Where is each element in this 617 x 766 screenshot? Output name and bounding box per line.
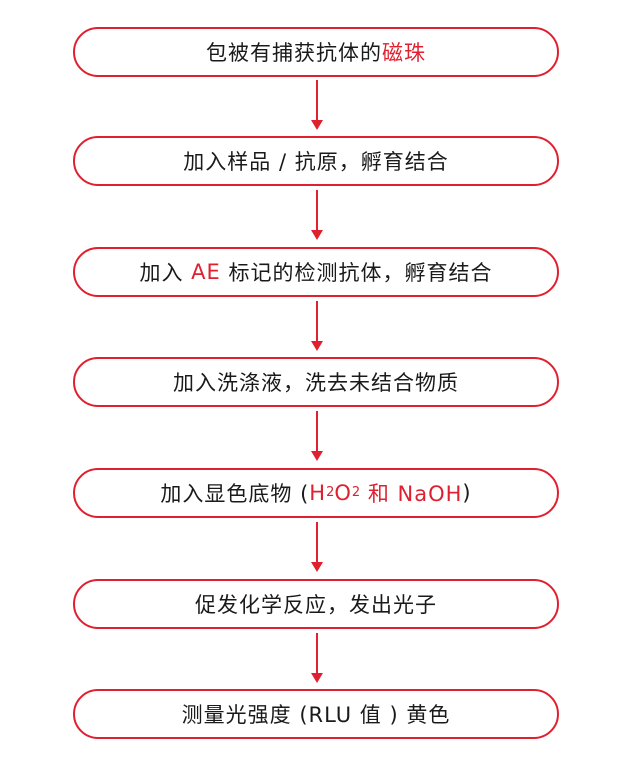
magnetic-beads-label: 磁珠 [382,41,426,65]
arrow-down-1 [310,80,324,130]
step-add-sample-text: 加入样品 / 抗原，孵育结合 [183,150,449,174]
step-add-sample: 加入样品 / 抗原，孵育结合 [73,136,559,186]
step-coat-beads: 包被有捕获抗体的磁珠 [73,27,559,77]
arrow-down-2 [310,190,324,240]
step-add-detection-antibody-prefix: 加入 [139,261,192,285]
step-add-substrate-suffix: ) [462,481,472,505]
step-chemical-reaction-text: 促发化学反应，发出光子 [195,593,437,617]
arrow-down-4 [310,411,324,461]
step-add-substrate-prefix: 加入显色底物 ( [160,482,310,506]
step-wash: 加入洗涤液，洗去未结合物质 [73,357,559,407]
step-measure-light: 测量光强度 (RLU 值 ) 黄色 [73,689,559,739]
arrow-down-5 [310,522,324,572]
h-label: H [309,481,327,505]
step-wash-text: 加入洗涤液，洗去未结合物质 [173,371,459,395]
ae-label: AE [191,260,221,284]
step-add-detection-antibody: 加入 AE 标记的检测抗体，孵育结合 [73,247,559,297]
arrow-down-6 [310,633,324,683]
o-label: O [334,481,352,505]
step-add-detection-antibody-suffix: 标记的检测抗体，孵育结合 [220,261,493,285]
step-coat-beads-text: 包被有捕获抗体的 [206,41,382,65]
step-measure-light-text: 测量光强度 (RLU 值 ) 黄色 [181,703,451,727]
naoh-label: 和 NaOH [360,482,463,506]
arrow-down-3 [310,301,324,351]
step-chemical-reaction: 促发化学反应，发出光子 [73,579,559,629]
